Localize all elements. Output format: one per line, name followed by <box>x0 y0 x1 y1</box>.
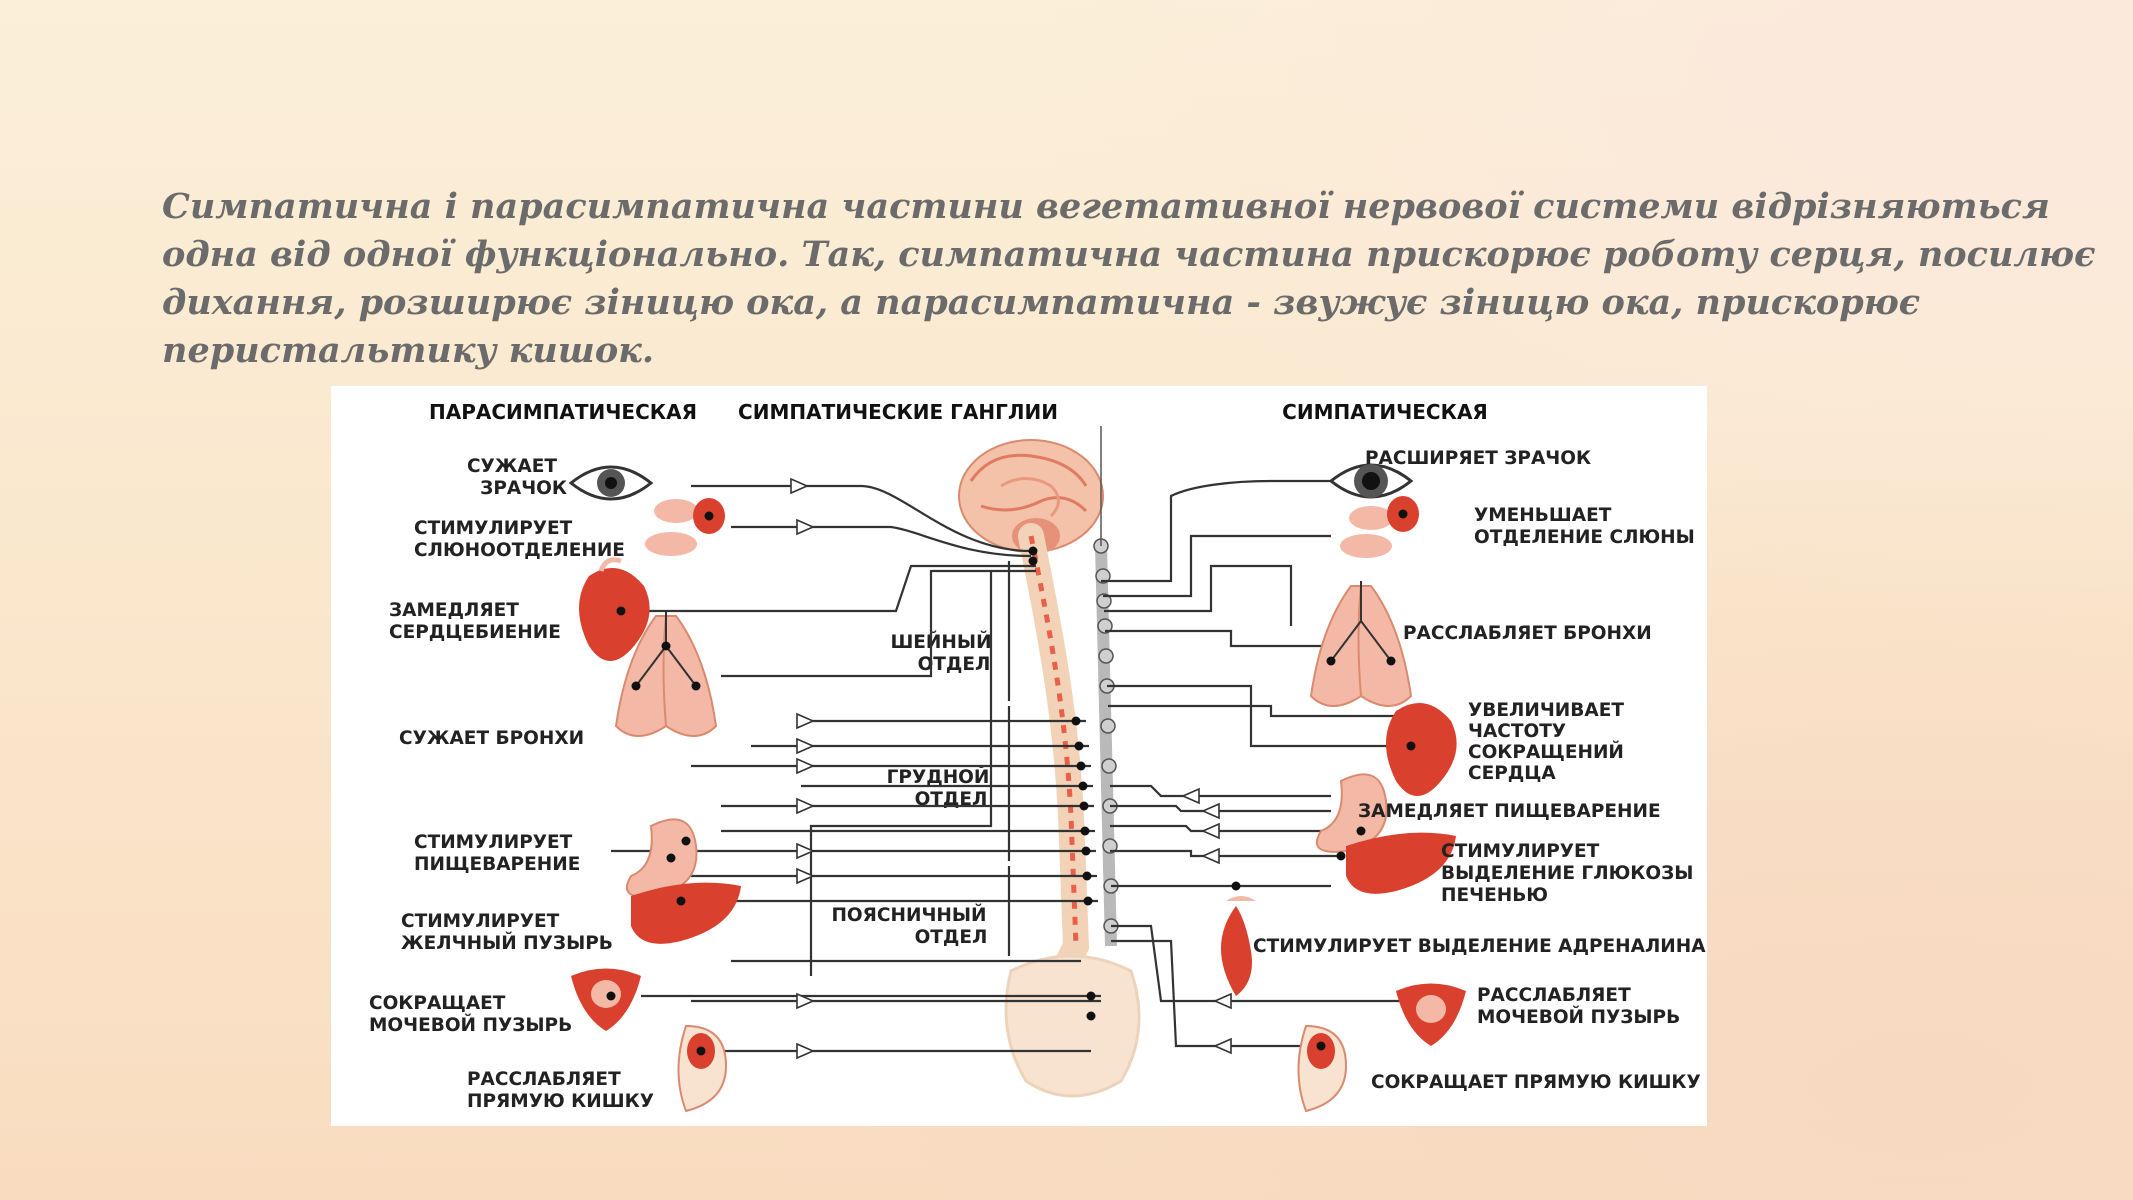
right-bladder-icon <box>1396 983 1466 1046</box>
sympathetic-wires <box>1101 479 1421 1048</box>
label-symp-liver-1: СТИМУЛИРУЕТ <box>1441 841 1600 862</box>
intro-line-1: Симпатична і парасимпатична частини веге… <box>162 186 2050 227</box>
label-symp-bladder-2: МОЧЕВОЙ ПУЗЫРЬ <box>1477 1006 1680 1028</box>
label-para-heart-1: ЗАМЕДЛЯЕТ <box>389 600 519 621</box>
right-lungs-icon <box>1309 581 1413 707</box>
label-symp-rectum: СОКРАЩАЕТ ПРЯМУЮ КИШКУ <box>1371 1072 1701 1093</box>
left-bladder-icon <box>571 968 641 1031</box>
nerve-endpoint-dots <box>606 509 1416 1056</box>
header-parasympathetic: ПАРАСИМПАТИЧЕСКАЯ <box>429 400 697 424</box>
intro-line-4: перистальтику кишок. <box>162 330 655 371</box>
label-lumbar-2: ОТДЕЛ <box>915 927 988 948</box>
label-symp-heart-1: УВЕЛИЧИВАЕТ <box>1468 700 1624 721</box>
left-rectum-icon <box>677 1024 728 1113</box>
label-para-liver-2: ЖЕЛЧНЫЙ ПУЗЫРЬ <box>401 932 613 954</box>
label-symp-liver-2: ВЫДЕЛЕНИЕ ГЛЮКОЗЫ <box>1441 863 1693 884</box>
label-thoracic-2: ОТДЕЛ <box>915 789 988 810</box>
sympathetic-arrows <box>1181 787 1232 1055</box>
nervous-system-diagram: ПАРАСИМПАТИЧЕСКАЯ СИМПАТИЧЕСКИЕ ГАНГЛИИ … <box>331 386 1707 1126</box>
label-symp-adrenal: СТИМУЛИРУЕТ ВЫДЕЛЕНИЕ АДРЕНАЛИНА <box>1253 936 1706 957</box>
label-para-liver-1: СТИМУЛИРУЕТ <box>401 911 560 932</box>
left-eye-icon <box>568 465 654 501</box>
parasympathetic-wires <box>611 484 1101 1053</box>
left-heart-icon <box>579 557 650 661</box>
left-salivary-gland-icon <box>645 498 725 556</box>
right-eye-icon <box>1328 463 1414 499</box>
label-symp-saliva-2: ОТДЕЛЕНИЕ СЛЮНЫ <box>1474 527 1695 548</box>
label-lumbar-1: ПОЯСНИЧНЫЙ <box>831 904 986 926</box>
label-para-saliva-1: СТИМУЛИРУЕТ <box>414 518 573 539</box>
label-symp-lungs: РАССЛАБЛЯЕТ БРОНХИ <box>1403 623 1652 644</box>
label-para-bladder-1: СОКРАЩАЕТ <box>369 993 506 1014</box>
label-para-stomach-2: ПИЩЕВАРЕНИЕ <box>414 854 580 875</box>
label-symp-saliva-1: УМЕНЬШАЕТ <box>1474 505 1612 526</box>
header-ganglia: СИМПАТИЧЕСКИЕ ГАНГЛИИ <box>738 400 1058 424</box>
label-para-rectum-2: ПРЯМУЮ КИШКУ <box>467 1091 654 1112</box>
intro-text: Симпатична і парасимпатична частини веге… <box>162 183 2096 375</box>
label-symp-liver-3: ПЕЧЕНЬЮ <box>1441 885 1548 906</box>
right-salivary-gland-icon <box>1340 496 1419 558</box>
label-symp-heart-4: СЕРДЦА <box>1468 763 1556 784</box>
spinal-cord-illustration <box>1004 523 1141 1098</box>
intro-line-3: дихання, розширює зіницю ока, а парасимп… <box>162 282 1921 323</box>
label-para-saliva-2: СЛЮНООТДЕЛЕНИЕ <box>414 540 625 561</box>
label-cervical-2: ОТДЕЛ <box>918 654 991 675</box>
label-para-rectum-1: РАССЛАБЛЯЕТ <box>467 1069 621 1090</box>
label-thoracic-1: ГРУДНОЙ <box>887 766 990 788</box>
label-para-lungs: СУЖАЕТ БРОНХИ <box>399 728 584 749</box>
label-para-heart-2: СЕРДЦЕБИЕНИЕ <box>389 622 561 643</box>
label-para-stomach-1: СТИМУЛИРУЕТ <box>414 832 573 853</box>
label-symp-bladder-1: РАССЛАБЛЯЕТ <box>1477 985 1631 1006</box>
right-adrenal-kidney-icon <box>1221 896 1256 996</box>
label-symp-heart-2: ЧАСТОТУ <box>1468 721 1566 742</box>
left-liver-icon <box>631 882 741 944</box>
left-lungs-icon <box>614 611 718 737</box>
intro-line-2: одна від одної функціонально. Так, симпа… <box>162 234 2096 275</box>
right-rectum-icon <box>1297 1024 1348 1113</box>
label-para-bladder-2: МОЧЕВОЙ ПУЗЫРЬ <box>369 1014 572 1036</box>
right-heart-icon <box>1386 703 1457 796</box>
label-symp-eye: РАСШИРЯЕТ ЗРАЧОК <box>1365 448 1591 469</box>
header-sympathetic: СИМПАТИЧЕСКАЯ <box>1282 400 1488 424</box>
label-symp-heart-3: СОКРАЩЕНИЙ <box>1468 741 1624 763</box>
label-para-eye-2: ЗРАЧОК <box>480 478 567 499</box>
label-cervical-1: ШЕЙНЫЙ <box>890 631 991 653</box>
label-symp-stomach: ЗАМЕДЛЯЕТ ПИЩЕВАРЕНИЕ <box>1358 801 1661 822</box>
diagram-svg: ПАРАСИМПАТИЧЕСКАЯ СИМПАТИЧЕСКИЕ ГАНГЛИИ … <box>369 400 1706 1113</box>
parasympathetic-arrows <box>790 477 815 1060</box>
right-liver-icon <box>1346 832 1456 894</box>
label-para-eye-1: СУЖАЕТ <box>467 456 557 477</box>
